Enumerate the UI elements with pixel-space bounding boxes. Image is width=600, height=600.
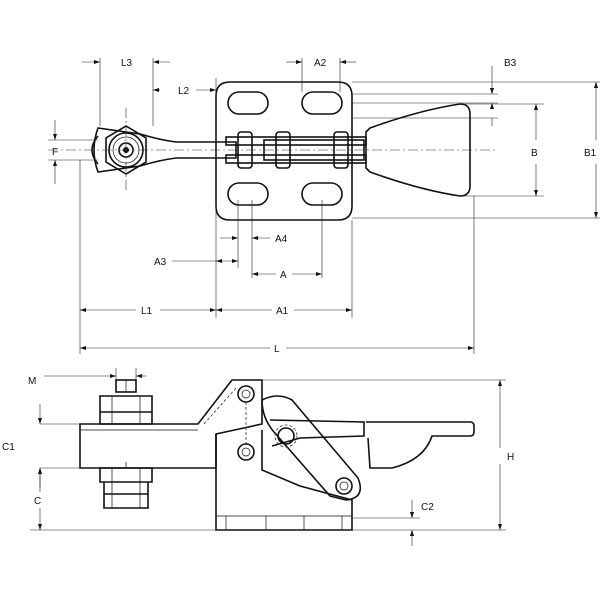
dim-label-A2: A2	[314, 58, 327, 69]
side-view: M C1 C H C2	[2, 368, 514, 546]
side-handle-link	[269, 419, 365, 447]
handle-grip	[365, 103, 471, 197]
dim-label-L1: L1	[141, 306, 153, 317]
linkage-bar	[225, 136, 367, 146]
dim-label-A3: A3	[154, 257, 167, 268]
upper-hex-nut	[99, 395, 153, 425]
pivot-pin	[241, 389, 251, 399]
dim-label-C2: C2	[421, 502, 434, 513]
dim-label-B: B	[531, 148, 538, 159]
mounting-slot	[227, 91, 269, 115]
dim-label-F: F	[52, 147, 58, 158]
clamp-arm	[93, 127, 237, 173]
lower-hex-nut	[99, 467, 153, 509]
dim-label-C1: C1	[2, 442, 15, 453]
pivot-rivet	[333, 131, 349, 169]
mounting-slot	[301, 91, 343, 115]
dim-label-C: C	[34, 496, 41, 507]
dim-label-H: H	[507, 452, 514, 463]
side-handle	[366, 421, 475, 469]
side-base	[215, 430, 353, 531]
pivot-pin	[237, 443, 255, 461]
dim-label-L3: L3	[121, 58, 133, 69]
dim-label-L2: L2	[178, 86, 190, 97]
pivot-pin	[274, 424, 298, 448]
hex-nut	[105, 125, 147, 175]
dim-label-A1: A1	[276, 306, 289, 317]
dim-label-B1: B1	[584, 148, 597, 159]
dim-label-A: A	[280, 270, 287, 281]
pivot-pin	[237, 385, 255, 403]
top-view: L3 A2 B3 L2 F B B1 A4 A3 A L1 A1 L	[48, 58, 600, 355]
dim-label-L: L	[274, 344, 280, 355]
base-plate	[215, 81, 353, 221]
pivot-pin	[241, 447, 251, 457]
linkage-bar	[225, 154, 367, 164]
mounting-slot	[227, 182, 269, 206]
dim-label-M: M	[28, 376, 36, 387]
pivot-pin	[335, 477, 353, 495]
pivot-pin	[339, 481, 349, 491]
dim-label-B3: B3	[504, 58, 517, 69]
dim-label-A4: A4	[275, 234, 288, 245]
side-link	[261, 395, 362, 501]
pivot-pin	[277, 427, 295, 445]
